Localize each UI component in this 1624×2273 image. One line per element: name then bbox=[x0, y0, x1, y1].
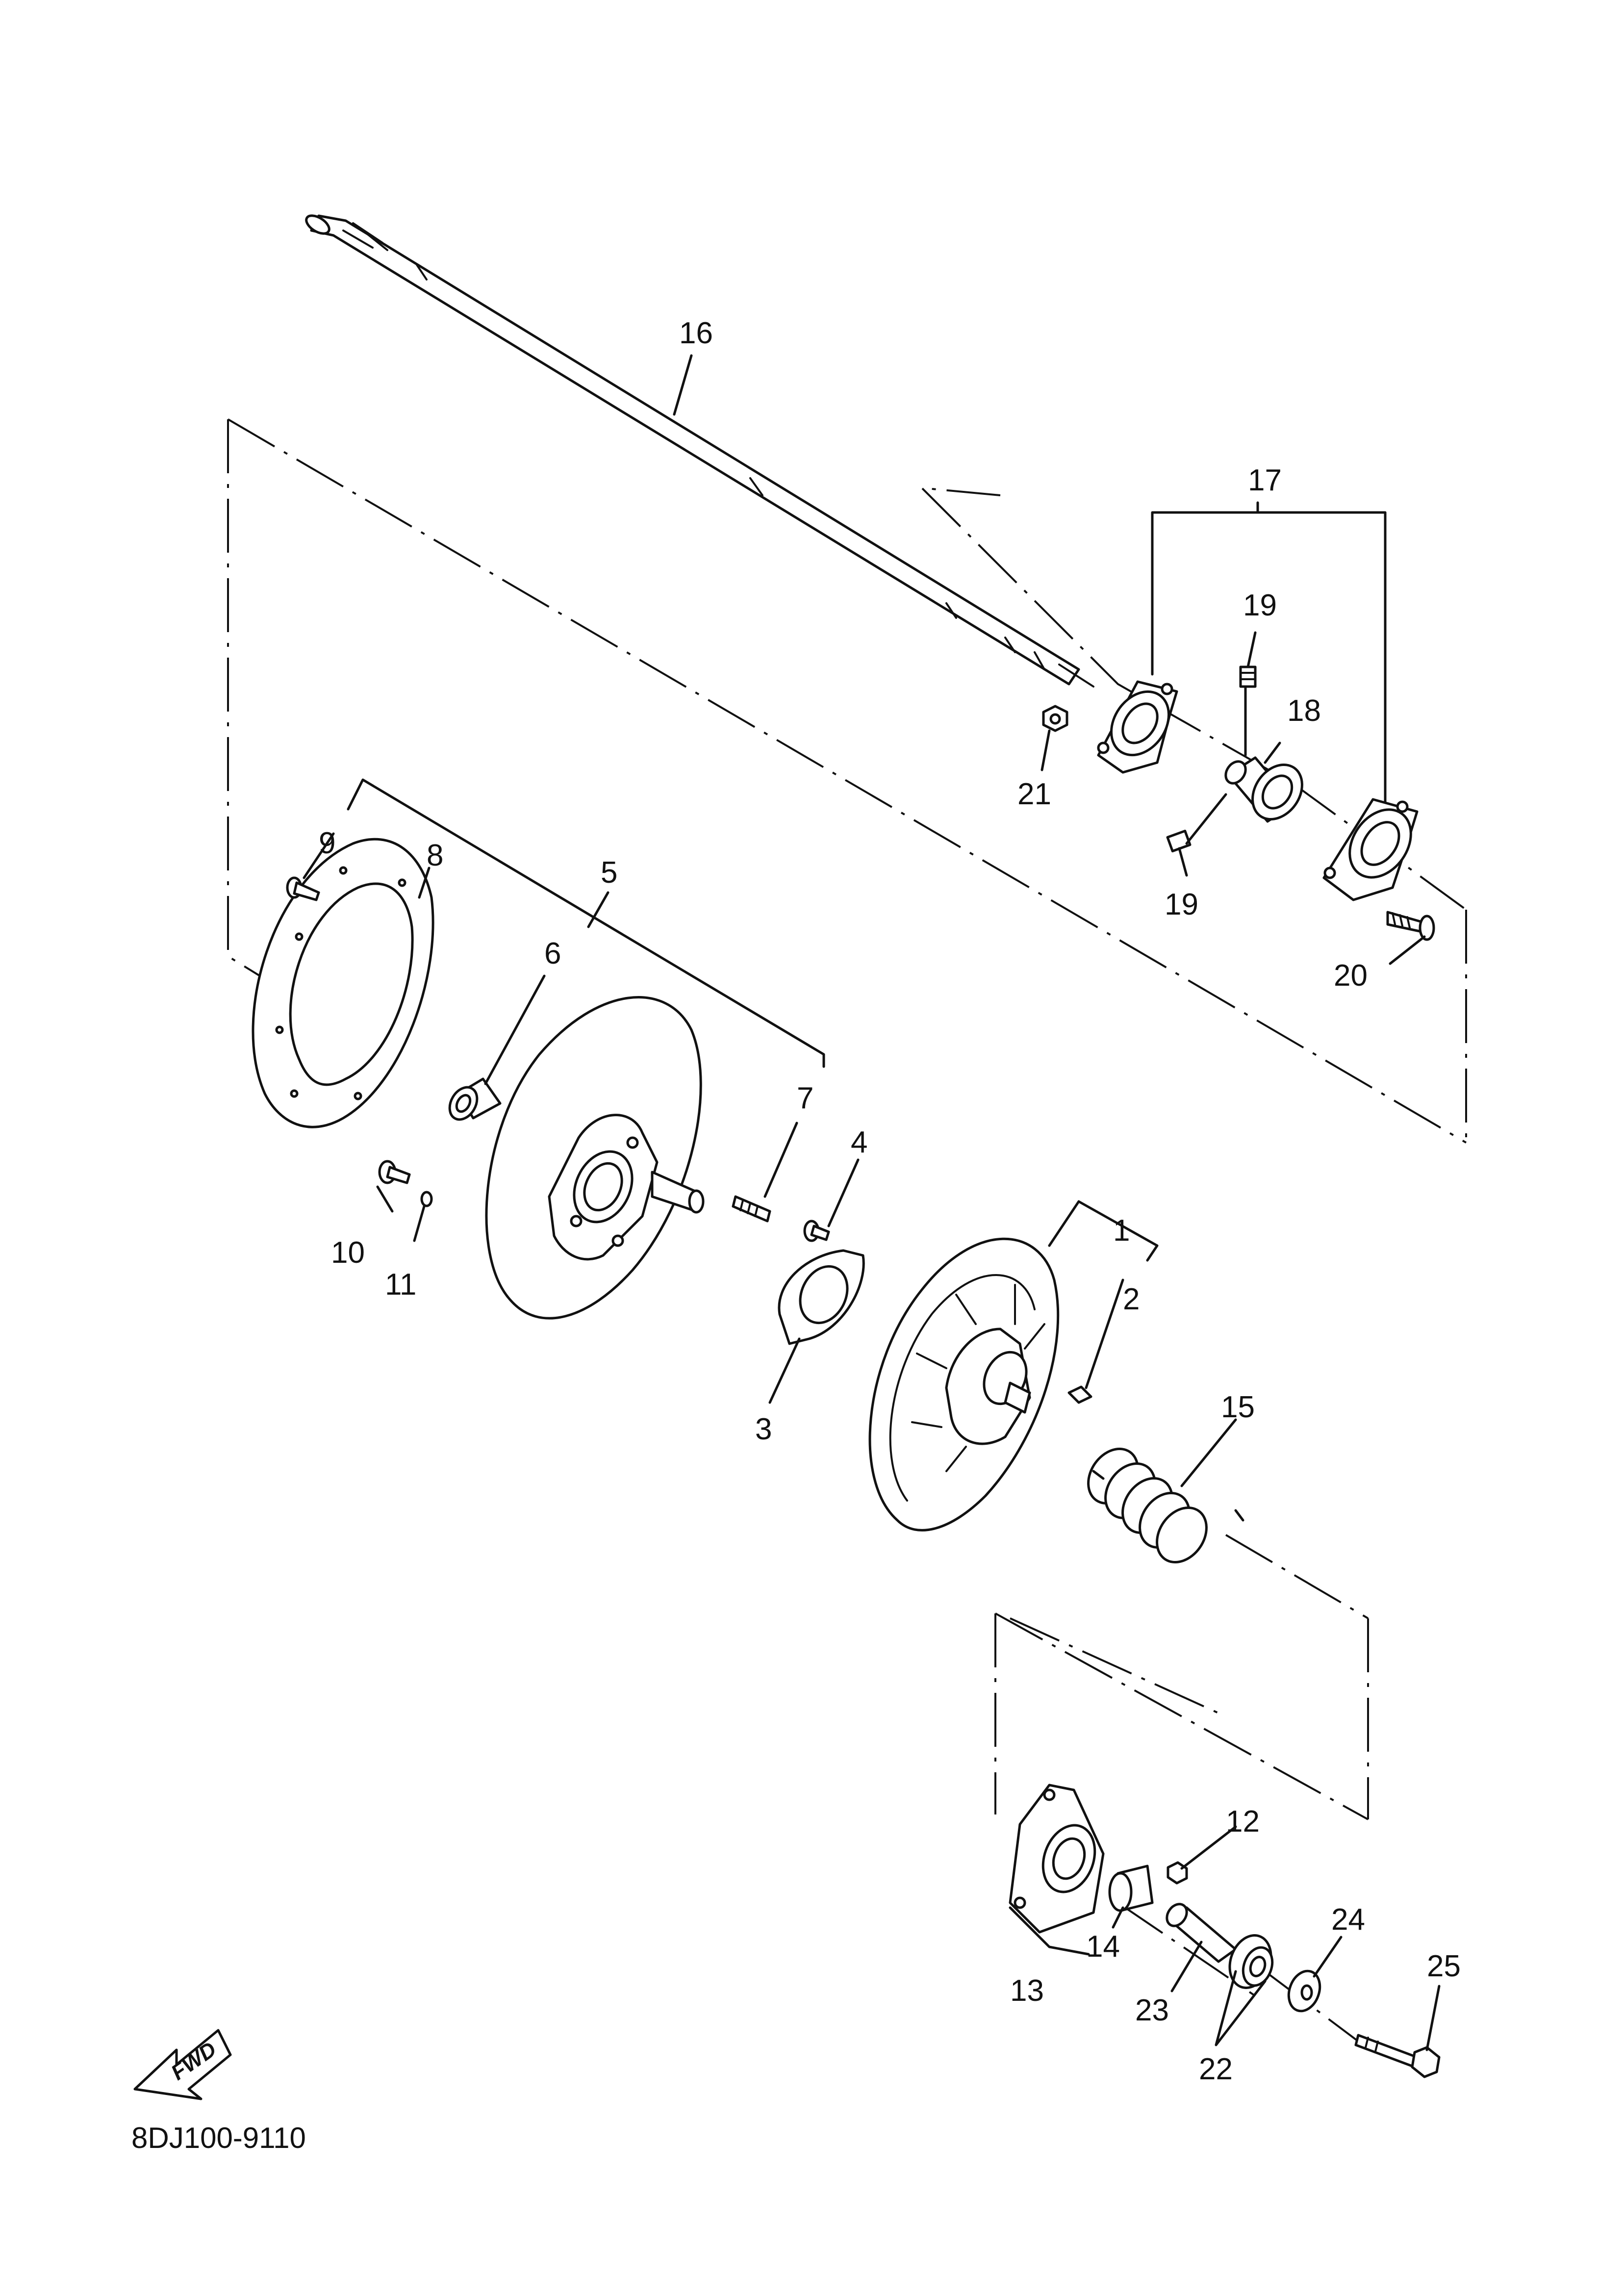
callout-11: 11 bbox=[385, 1268, 416, 1302]
callout-24: 24 bbox=[1331, 1903, 1365, 1937]
bushing-22 bbox=[1228, 1934, 1274, 1989]
set-screw-19-lower bbox=[1166, 829, 1192, 853]
callout-6: 6 bbox=[544, 937, 561, 970]
callout-19-upper: 19 bbox=[1243, 588, 1277, 622]
callout-21: 21 bbox=[1017, 777, 1051, 811]
collar-23 bbox=[1166, 1903, 1237, 1963]
bolt-10 bbox=[378, 1160, 411, 1184]
callout-leaders bbox=[303, 354, 1441, 2051]
bolt-2 bbox=[1067, 1385, 1092, 1404]
callout-14: 14 bbox=[1086, 1930, 1120, 1964]
callout-10: 10 bbox=[331, 1236, 365, 1270]
callout-1: 1 bbox=[1113, 1214, 1130, 1248]
bolt-25 bbox=[1354, 2034, 1441, 2078]
callout-23: 23 bbox=[1135, 1993, 1169, 2027]
assembly-boundary-frames bbox=[227, 418, 1467, 2046]
friction-ring-8 bbox=[252, 838, 434, 1128]
movable-sheave-1 bbox=[868, 1237, 1060, 1532]
callout-5: 5 bbox=[601, 856, 617, 890]
callout-4: 4 bbox=[851, 1125, 867, 1159]
bushing-6 bbox=[448, 1077, 502, 1121]
callout-18: 18 bbox=[1287, 694, 1321, 728]
callout-20: 20 bbox=[1334, 959, 1368, 993]
callout-16: 16 bbox=[679, 316, 713, 350]
washer-24 bbox=[1287, 1969, 1321, 2013]
bearing-18 bbox=[1224, 756, 1303, 823]
cam-13 bbox=[1009, 1784, 1105, 1934]
callout-3: 3 bbox=[755, 1412, 772, 1446]
washer-11 bbox=[420, 1191, 433, 1207]
callout-25: 25 bbox=[1427, 1949, 1461, 1983]
callout-labels: 1 2 3 4 5 6 7 8 9 10 11 12 13 14 15 16 1… bbox=[319, 316, 1461, 2086]
callout-13: 13 bbox=[1010, 1974, 1044, 2008]
bolt-20 bbox=[1386, 911, 1435, 941]
fixed-sheave-5 bbox=[485, 996, 705, 1320]
callout-17: 17 bbox=[1248, 463, 1282, 497]
bearing-housing-upper bbox=[1097, 680, 1178, 774]
callout-15: 15 bbox=[1221, 1390, 1255, 1424]
callout-7: 7 bbox=[797, 1081, 813, 1115]
diagram-code: 8DJ100-9110 bbox=[131, 2121, 306, 2154]
spring-15 bbox=[1087, 1447, 1244, 1564]
primary-shaft bbox=[305, 214, 1094, 688]
callout-8: 8 bbox=[427, 839, 443, 872]
fwd-arrow-icon: FWD bbox=[133, 2029, 232, 2100]
plate-3 bbox=[778, 1249, 865, 1345]
screw-9 bbox=[286, 876, 320, 901]
callout-12: 12 bbox=[1226, 1805, 1260, 1839]
slider-14 bbox=[1108, 1864, 1154, 1912]
callout-22: 22 bbox=[1199, 2052, 1233, 2086]
bearing-housing-lower bbox=[1322, 798, 1419, 901]
callout-9: 9 bbox=[319, 826, 335, 860]
callout-19-lower: 19 bbox=[1165, 888, 1198, 921]
stud-7 bbox=[732, 1195, 771, 1223]
bolt-4 bbox=[803, 1220, 830, 1242]
callout-2: 2 bbox=[1123, 1282, 1140, 1316]
nut-21 bbox=[1042, 705, 1068, 732]
set-screw-19-upper bbox=[1239, 665, 1257, 688]
